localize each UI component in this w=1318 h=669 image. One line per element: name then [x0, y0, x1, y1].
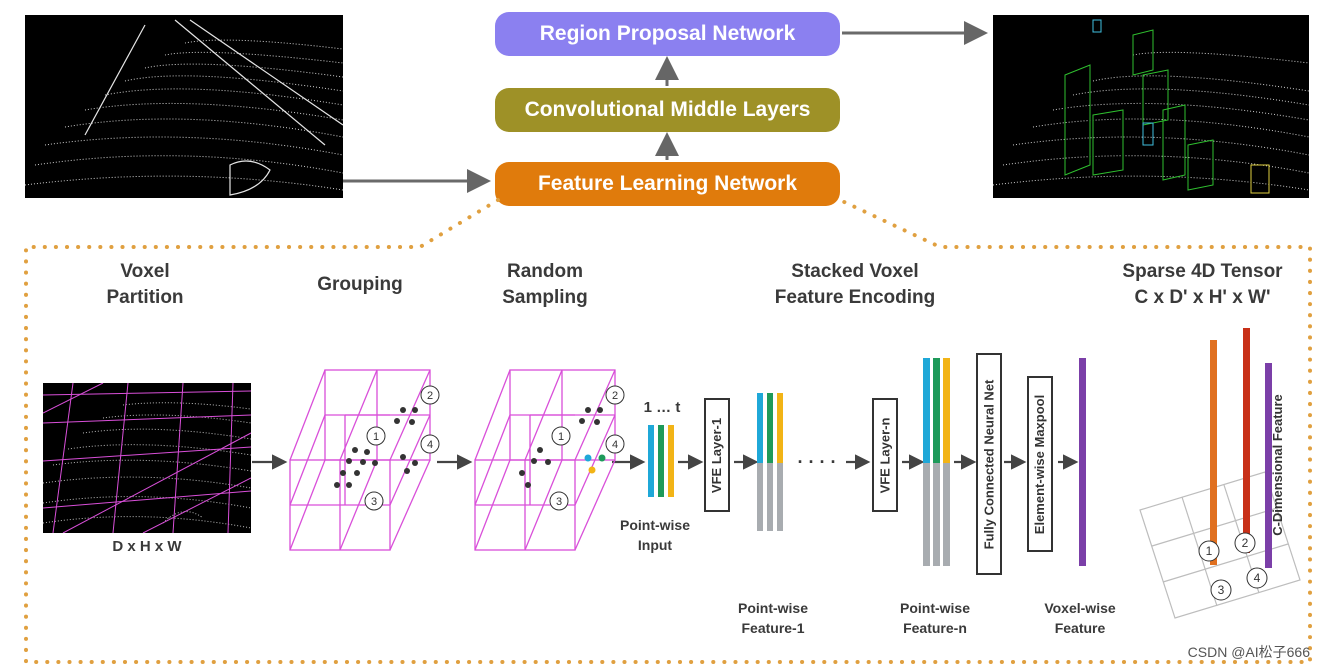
region-proposal-network-box: Region Proposal Network	[495, 12, 840, 56]
tensor-number-3: 3	[1218, 583, 1225, 597]
pointwise-feature-1-bars	[757, 393, 783, 531]
maxpool-box: Element-wise Maxpool	[1027, 376, 1053, 552]
watermark: CSDN @AI松子666	[1187, 644, 1310, 660]
voxel-number-4: 4	[427, 439, 433, 451]
vfe-layer-1-label: VFE Layer-1	[709, 417, 725, 493]
input-point-cloud-image	[25, 15, 343, 198]
vfe-layer-1-box: VFE Layer-1	[704, 398, 730, 512]
voxel-number-1: 1	[558, 431, 564, 443]
maxpool-label: Element-wise Maxpool	[1032, 394, 1048, 534]
pointwise-input-bars	[648, 425, 674, 497]
output-detection-image	[993, 15, 1309, 198]
detail-dotted-frame	[24, 198, 1312, 664]
tensor-bar-2	[1243, 328, 1250, 553]
car-bounding-boxes	[1064, 29, 1214, 191]
ellipsis: · · · ·	[797, 452, 837, 472]
pointwise-feature-n-bars	[923, 358, 950, 566]
stage-title-sparse-tensor: Sparse 4D Tensor C x D' x H' x W'	[1122, 261, 1283, 308]
voxel-number-3: 3	[371, 496, 377, 508]
pedestrian-boxes	[1092, 19, 1154, 146]
fln-label: Feature Learning Network	[537, 172, 798, 195]
cml-label: Convolutional Middle Layers	[524, 98, 811, 121]
detection-render	[993, 19, 1309, 194]
stage-title-random-sampling: Random Sampling	[502, 261, 588, 308]
sampling-voxel-block: 1 2 3 4	[474, 369, 625, 551]
tensor-number-2: 2	[1242, 536, 1249, 550]
stage-title-grouping: Grouping	[317, 274, 403, 295]
tensor-bar-1	[1210, 340, 1217, 565]
stage-title-svfe: Stacked Voxel Feature Encoding	[774, 261, 936, 308]
tensor-bar-4	[1265, 363, 1272, 568]
c-dimensional-feature-label: C-Dimensional Feature	[1270, 394, 1285, 536]
voxel-number-3: 3	[556, 496, 562, 508]
voxel-number-1: 1	[373, 431, 379, 443]
dhw-label: D x H x W	[112, 538, 182, 555]
voxel-number-2: 2	[612, 390, 618, 402]
voxel-partition-image	[43, 383, 251, 533]
fcn-label: Fully Connected Neural Net	[981, 379, 997, 549]
point-cloud-render	[25, 19, 343, 196]
voxelwise-feature-bar	[1079, 358, 1086, 566]
voxel-grid-lines	[43, 383, 251, 533]
voxelwise-feature-label: Voxel-wise Feature	[1044, 600, 1116, 636]
one-to-t-label: 1 … t	[643, 399, 681, 416]
voxel-number-4: 4	[612, 439, 618, 451]
vfe-layer-n-label: VFE Layer-n	[877, 417, 893, 493]
pointwise-feature-n-label: Point-wise Feature-n	[899, 600, 970, 636]
tensor-number-4: 4	[1254, 571, 1261, 585]
feature-learning-network-box: Feature Learning Network	[495, 162, 840, 206]
fcn-box: Fully Connected Neural Net	[976, 353, 1002, 575]
vfe-layer-n-box: VFE Layer-n	[872, 398, 898, 512]
convolutional-middle-layers-box: Convolutional Middle Layers	[495, 88, 840, 132]
tensor-number-1: 1	[1206, 544, 1213, 558]
stage-title-voxel-partition: Voxel Partition	[106, 261, 184, 308]
voxel-number-2: 2	[427, 390, 433, 402]
cyclist-boxes	[1250, 164, 1270, 194]
sparse-tensor-graphic: 1 2 3 4	[1139, 328, 1301, 619]
grouping-voxel-block: 1 2 3 4	[289, 369, 440, 551]
rpn-label: Region Proposal Network	[539, 22, 796, 45]
pointwise-feature-1-label: Point-wise Feature-1	[737, 600, 808, 636]
pointwise-input-label: Point-wise Input	[619, 517, 690, 553]
